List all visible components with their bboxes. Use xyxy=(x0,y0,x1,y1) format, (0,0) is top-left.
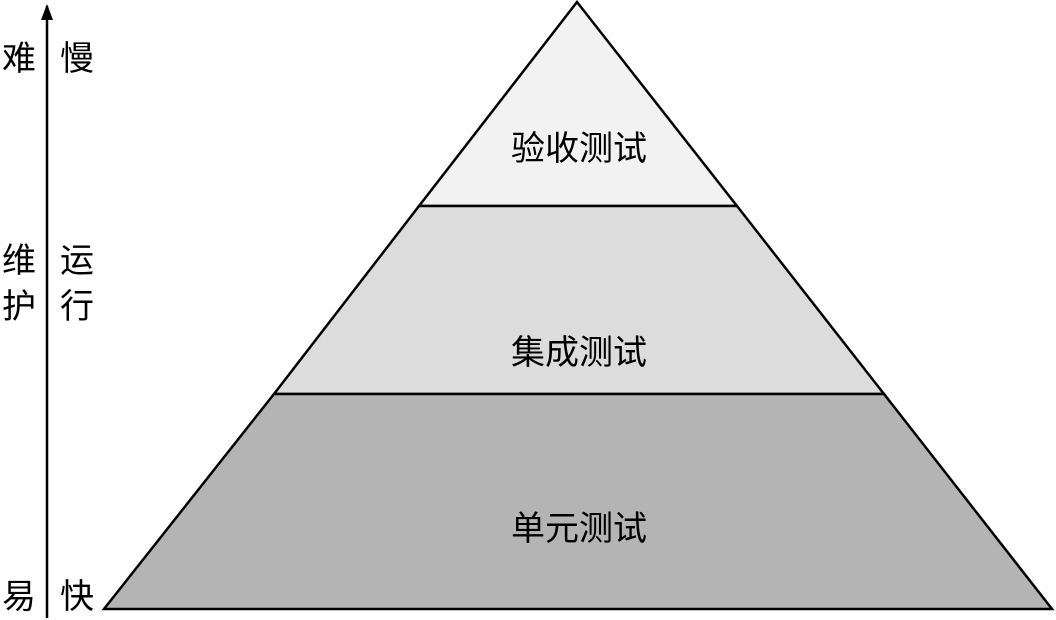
axis-label-maintain-2: 护 xyxy=(2,287,36,327)
axis-label-fast: 快 xyxy=(60,577,94,617)
level-label-acceptance: 验收测试 xyxy=(511,129,647,169)
level-label-integration: 集成测试 xyxy=(511,333,647,373)
axis-label-maintain-1: 维 xyxy=(2,241,36,281)
axis-label-easy: 易 xyxy=(2,577,36,617)
axis-label-slow: 慢 xyxy=(60,39,94,79)
level-label-unit: 单元测试 xyxy=(511,509,647,549)
axis-label-hard: 难 xyxy=(2,39,36,79)
pyramid-level-acceptance xyxy=(416,0,740,208)
axis-label-run-2: 行 xyxy=(60,287,94,327)
pyramid-level-unit xyxy=(101,392,1055,611)
axis-label-run-1: 运 xyxy=(60,241,94,281)
